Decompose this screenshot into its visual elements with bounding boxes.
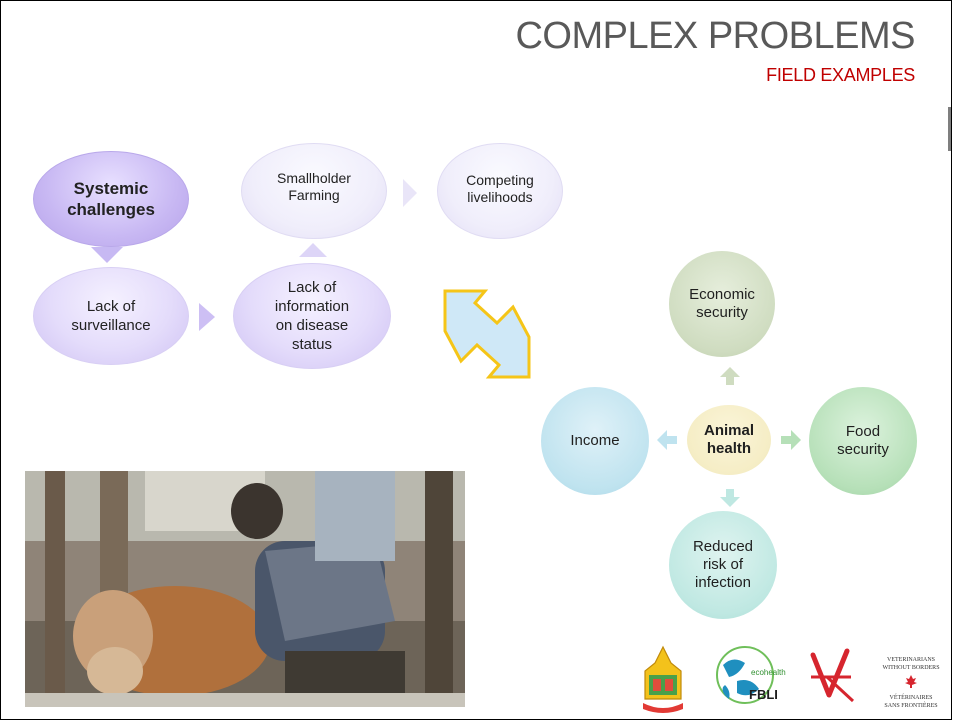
competing-line1: Competing [466,172,534,188]
photo-illustration [25,471,465,707]
oval-lack-of-information: Lack of information on disease status [233,263,391,369]
vsf-line1: VÉTÉRINAIRES [890,693,933,701]
oval-competing-livelihoods: Competing livelihoods [437,143,563,239]
triangle-down-icon [91,247,123,263]
right-line1: Food [845,423,881,440]
ecohealth-text: ecohealth [751,668,786,677]
surveillance-line2: surveillance [71,317,151,334]
bottom-line2: risk of [702,556,743,573]
vwb-line1: VETERINARIANS [887,657,935,663]
top-line2: security [696,304,748,321]
cycle-left-income: Income [541,387,649,495]
competing-line2: livelihoods [467,189,533,205]
cycle-arrow-icon [720,367,740,385]
vwb-text-block: VETERINARIANS WITHOUT BORDERS VÉTÉRINAIR… [882,657,939,709]
double-arrow-icon [443,289,531,379]
info-line1: Lack of [287,279,337,296]
cycle-arrow-icon [657,430,677,450]
cycle-arrow-icon [781,430,801,450]
slide-title: COMPLEX PROBLEMS [515,15,915,57]
center-line1: Animal [703,422,754,439]
cycle-top-economic-security: Economic security [669,251,775,357]
vwb-logo [810,648,855,703]
edge-bar [948,107,951,151]
fbli-text: FBLI [749,687,778,702]
partner-logos: ecohealth FBLI VETERINARIANS WITHOUT BOR… [641,641,941,717]
slide-subtitle: FIELD EXAMPLES [766,65,915,85]
triangle-right-icon [403,179,417,207]
info-line2: information [274,298,350,315]
surveillance-line1: Lack of [86,298,136,315]
field-photo [25,471,465,707]
canada-leaf-icon [905,675,917,688]
cycle-bottom-reduced-risk: Reduced risk of infection [669,511,777,619]
moph-seal-logo [643,645,683,713]
smallholder-line2: Farming [288,187,340,203]
systemic-line1: Systemic [73,179,149,198]
left-label: Income [570,432,620,449]
top-line1: Economic [689,286,755,303]
smallholder-line1: Smallholder [277,170,351,186]
bottom-line3: infection [695,574,751,591]
cycle-arrow-icon [720,489,740,507]
center-line2: health [706,440,752,457]
systemic-line2: challenges [67,200,155,219]
oval-systemic-challenges: Systemic challenges [33,151,189,247]
bottom-line1: Reduced [692,538,754,555]
logos-svg: ecohealth FBLI VETERINARIANS WITHOUT BOR… [643,645,940,713]
vsf-line2: SANS FRONTIÈRES [884,701,937,709]
right-line2: security [837,441,889,458]
oval-lack-of-surveillance: Lack of surveillance [33,267,189,365]
triangle-right-icon [199,303,215,331]
cycle-right-food-security: Food security [809,387,917,495]
cycle-center-animal-health: Animal health [687,405,771,475]
info-line4: status [291,336,332,353]
triangle-up-icon [299,243,327,257]
oval-smallholder-farming: Smallholder Farming [241,143,387,239]
ecohealth-fbli-logo: ecohealth FBLI [716,646,786,704]
info-line3: on disease [275,317,349,334]
vwb-line2: WITHOUT BORDERS [882,665,939,671]
